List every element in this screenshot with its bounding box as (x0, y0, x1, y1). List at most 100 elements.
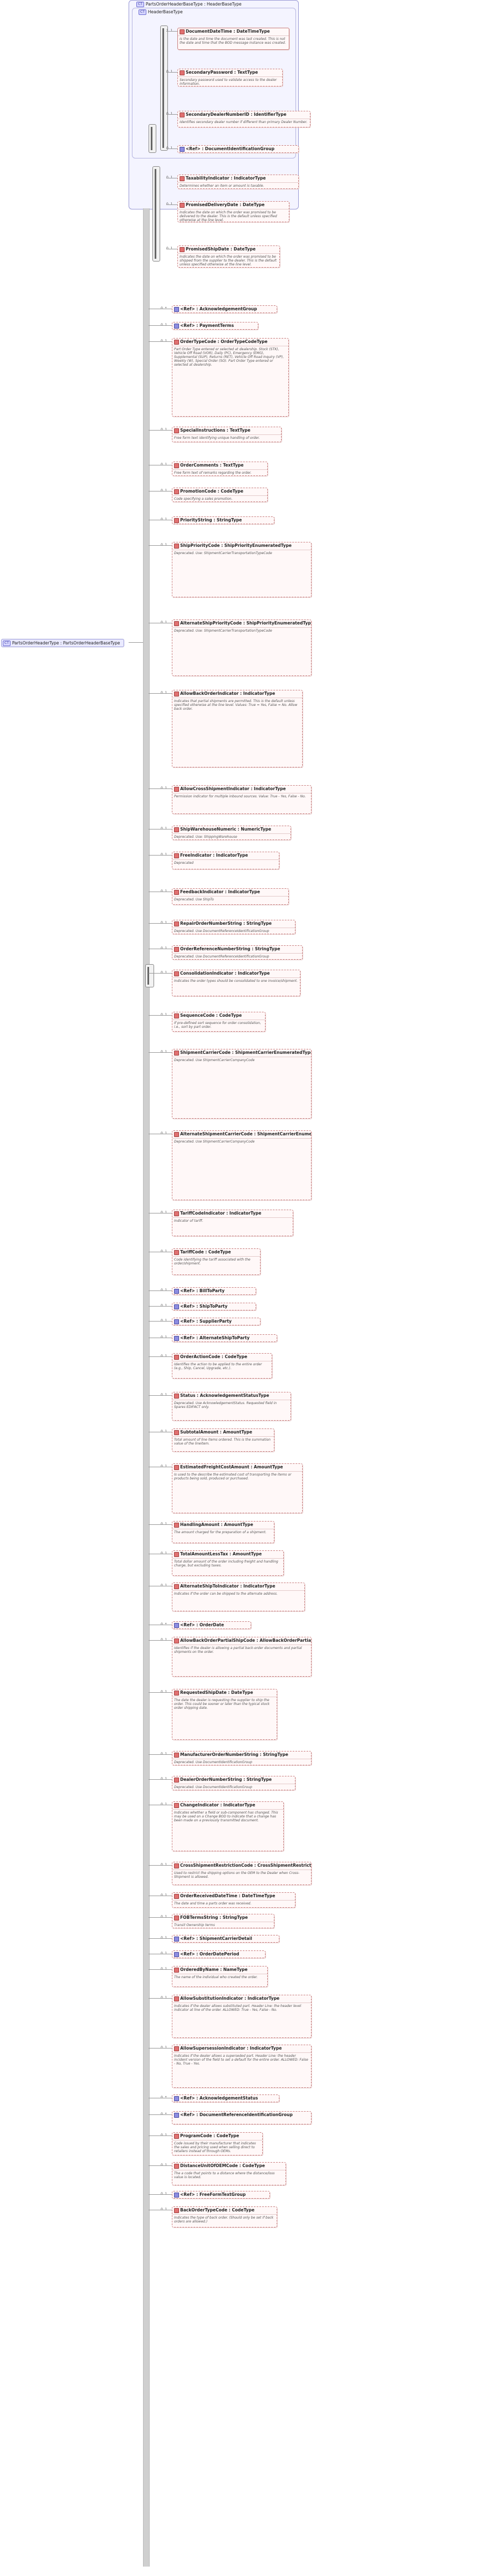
schema-element[interactable]: <Ref> : DocumentIdentificationGroup (177, 145, 299, 153)
schema-element[interactable]: <Ref> : FreeFormTextGroup (172, 2191, 270, 2199)
element-connector (149, 1356, 172, 1357)
base-type-sequence[interactable] (149, 124, 156, 153)
element-icon (174, 1552, 179, 1557)
element-connector (166, 204, 177, 205)
element-header: <Ref> : ShipToParty (172, 1303, 256, 1310)
element-icon (174, 2134, 179, 2139)
schema-element[interactable]: <Ref> : AcknowledgementGroup (172, 305, 277, 313)
header-base-sequence[interactable] (160, 25, 168, 151)
schema-element[interactable]: AllowSubstitutionIndicator : IndicatorTy… (172, 1995, 312, 2038)
multiplicity-label: 0..1 (161, 971, 167, 975)
element-icon (174, 2046, 179, 2051)
element-name: CrossShipmentRestrictionCode : CrossShip… (180, 1863, 312, 1868)
element-connector (149, 1969, 172, 1970)
element-name: TaxabilityIndicator : IndicatorType (186, 176, 266, 181)
schema-element[interactable]: <Ref> : ShipmentCarrierDetail (172, 1935, 279, 1943)
schema-element[interactable]: <Ref> : OrderDate (172, 1621, 252, 1629)
schema-element[interactable]: AllowBackOrderPartialShipCode : AllowBac… (172, 1637, 312, 1677)
multiplicity-label: 0..1 (161, 2163, 167, 2167)
schema-element[interactable]: <Ref> : DocumentReferenceIdentificationG… (172, 2111, 312, 2124)
schema-element[interactable]: <Ref> : OrderDatePeriod (172, 1950, 266, 1958)
schema-element[interactable]: AlternateShipToIndicator : IndicatorType… (172, 1583, 305, 1611)
element-name: OrderedByName : NameType (180, 1967, 248, 1972)
schema-element[interactable]: SecondaryDealerNumberID : IdentifierType… (177, 111, 310, 127)
element-icon (174, 1132, 179, 1137)
reference-icon (174, 1623, 179, 1628)
element-name: RequestedShipDate : DateType (180, 1690, 253, 1695)
root-type-label: PartsOrderHeaderType : PartsOrderHeaderB… (12, 641, 120, 646)
reference-icon (174, 1289, 179, 1294)
schema-element[interactable]: <Ref> : AcknowledgementStatus (172, 2094, 279, 2102)
element-documentation: The date and time a parts order was rece… (174, 1902, 252, 1906)
element-connector (166, 114, 177, 115)
schema-element[interactable]: <Ref> : AlternateShipToParty (172, 1334, 277, 1342)
schema-element[interactable]: PriorityString : StringType (172, 516, 275, 524)
schema-element[interactable]: AllowCrossShipmentIndicator : IndicatorT… (172, 785, 312, 814)
schema-element[interactable]: AlternateShipmentCarrierCode : ShipmentC… (172, 1130, 312, 1200)
schema-element[interactable]: ShipPriorityCode : ShipPriorityEnumerate… (172, 542, 312, 597)
schema-element[interactable]: <Ref> : PaymentTerms (172, 322, 258, 330)
parts-order-base-sequence[interactable] (152, 166, 160, 262)
multiplicity-label: 0..1 (166, 202, 172, 206)
element-documentation: Indicates if the dealer allows substitut… (174, 2004, 302, 2012)
schema-element[interactable]: <Ref> : BillToParty (172, 1287, 256, 1295)
schema-element[interactable]: <Ref> : SupplierParty (172, 1318, 261, 1325)
element-connector (149, 2135, 172, 2136)
multiplicity-label: 0..1 (161, 1777, 167, 1781)
element-name: DocumentDateTime : DateTimeType (186, 29, 270, 34)
schema-element[interactable]: ManufacturerOrderNumberString : StringTy… (172, 1751, 312, 1765)
element-icon (174, 787, 179, 792)
sequence-bar (162, 28, 164, 148)
element-icon (174, 1355, 179, 1360)
multiplicity-label: 0..1 (161, 1915, 167, 1919)
schema-element[interactable]: AllowSupersessionIndicator : IndicatorTy… (172, 2045, 312, 2088)
schema-element[interactable]: <Ref> : ShipToParty (172, 1303, 256, 1310)
element-header: AlternateShipPriorityCode : ShipPriority… (172, 620, 311, 627)
element-header: BackOrderTypeCode : CodeType (172, 2207, 277, 2214)
element-name: EstimatedFreightCostAmount : AmountType (180, 1464, 283, 1469)
schema-element[interactable]: CrossShipmentRestrictionCode : CrossShip… (172, 1862, 312, 1885)
element-name: <Ref> : ShipToParty (180, 1304, 228, 1309)
schema-element[interactable]: AlternateShipPriorityCode : ShipPriority… (172, 619, 312, 676)
main-sequence[interactable] (145, 964, 154, 987)
schema-element[interactable]: ShipmentCarrierCode : ShipmentCarrierEnu… (172, 1049, 312, 1119)
multiplicity-label: 0..1 (161, 1319, 167, 1323)
